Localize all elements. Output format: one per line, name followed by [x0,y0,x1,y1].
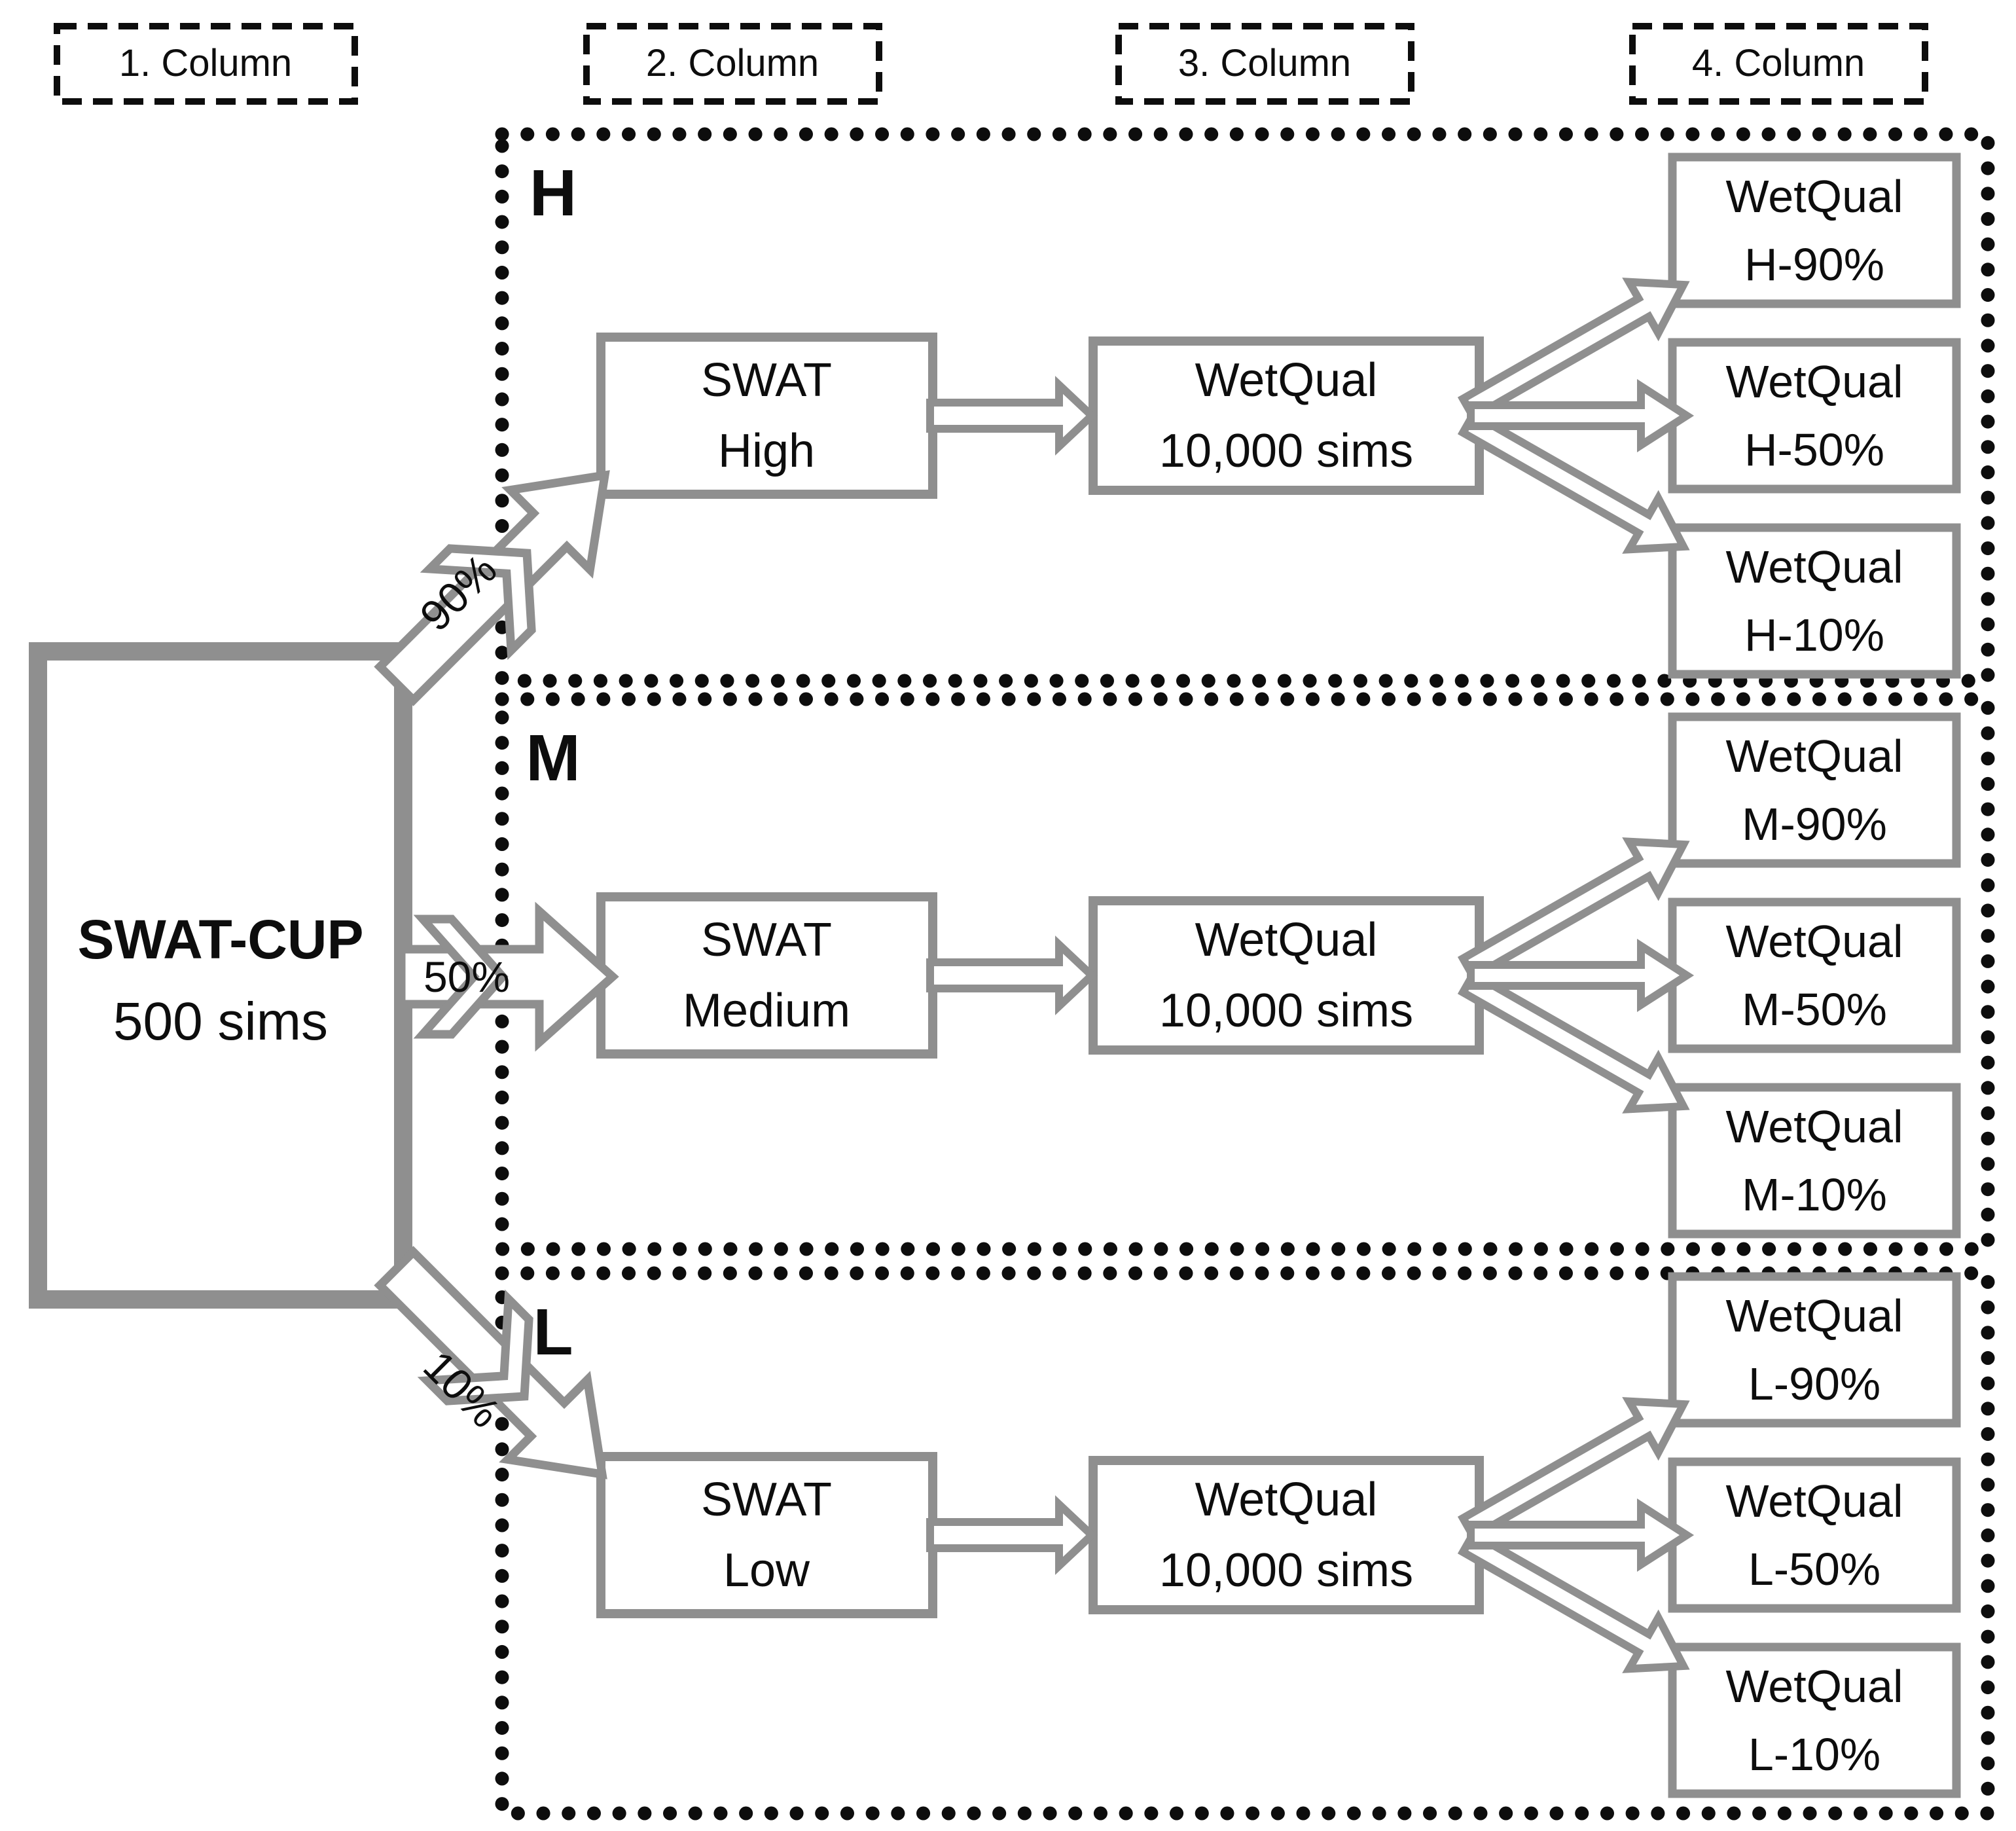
output-l-50-line1: WetQual [1725,1476,1903,1527]
swat-low-line2: Low [723,1544,810,1597]
chevron-50-percent [413,915,509,1039]
wetqual-l-line2: 10,000 sims [1159,1544,1414,1597]
output-h-90-line1: WetQual [1725,171,1903,222]
output-label-l-10: WetQual L-10% [1725,1652,1903,1788]
region-label-m: M [526,721,581,795]
swat-low-label: SWAT Low [701,1464,832,1606]
chevron-10-percent [417,1289,533,1405]
fan-arrow-h-middle [1467,379,1695,452]
fan-arrow-h-bottom [1457,408,1690,554]
wetqual-h-line1: WetQual [1195,354,1378,407]
region-label-l: L [533,1296,573,1369]
output-box-h-50 [1668,338,1961,494]
column-header-1: 1. Column [118,42,293,84]
wetqual-m-line2: 10,000 sims [1159,985,1414,1037]
output-box-m-90 [1668,712,1961,868]
swat-cup-subtitle: 500 sims [113,992,329,1051]
output-label-m-50: WetQual M-50% [1725,907,1903,1043]
output-h-50-line2: H-50% [1744,424,1884,475]
output-m-90-line1: WetQual [1725,731,1903,782]
output-l-10-line1: WetQual [1725,1661,1903,1712]
output-h-10-line2: H-10% [1744,609,1884,661]
swat-medium-label: SWAT Medium [683,905,850,1046]
output-label-h-50: WetQual H-50% [1725,348,1903,484]
output-box-l-10 [1668,1642,1961,1798]
output-label-h-90: WetQual H-90% [1725,162,1903,299]
swat-high-line1: SWAT [701,354,832,407]
output-m-10-line2: M-10% [1742,1169,1887,1220]
output-label-h-10: WetQual H-10% [1725,533,1903,669]
output-h-90-line2: H-90% [1744,239,1884,290]
output-box-m-10 [1668,1083,1961,1239]
fan-arrow-l-middle [1467,1498,1695,1572]
wetqual-m-line1: WetQual [1195,914,1378,966]
output-label-l-90: WetQual L-90% [1725,1282,1903,1418]
fan-arrow-l-bottom [1457,1528,1690,1673]
connector-arrow-m [926,935,1098,1015]
arrow-10-percent [374,1246,607,1479]
chevron-90-percent [420,544,536,661]
wetqual-sims-label-l: WetQual 10,000 sims [1159,1464,1413,1606]
column-header-2: 2. Column [645,42,819,84]
column-header-4: 4. Column [1691,42,1865,84]
swat-medium-line1: SWAT [701,914,832,966]
column-header-box-1 [54,23,358,105]
output-label-m-90: WetQual M-90% [1725,722,1903,858]
output-l-50-line2: L-50% [1748,1544,1881,1595]
output-l-90-line1: WetQual [1725,1290,1903,1341]
fan-arrow-h-top [1457,278,1690,423]
region-label-h: H [529,156,577,230]
swat-high-label: SWAT High [701,345,832,486]
connector-arrow-h [926,376,1098,456]
output-l-90-line2: L-90% [1748,1358,1881,1409]
swat-high-line2: High [717,425,816,477]
column-header-3: 3. Column [1178,42,1352,84]
output-m-90-line2: M-90% [1742,799,1887,850]
fan-arrow-m-bottom [1457,968,1690,1114]
swat-low-box [596,1452,937,1618]
wetqual-sims-label-m: WetQual 10,000 sims [1159,905,1413,1046]
output-m-10-line1: WetQual [1725,1101,1903,1152]
wetqual-sims-label-h: WetQual 10,000 sims [1159,345,1413,486]
output-l-10-line2: L-10% [1748,1729,1881,1780]
output-label-m-10: WetQual M-10% [1725,1093,1903,1229]
fan-arrow-m-top [1457,837,1690,983]
output-box-l-90 [1668,1272,1961,1428]
fan-arrow-m-middle [1467,939,1695,1012]
output-m-50-line1: WetQual [1725,916,1903,967]
arrow-90-percent [374,470,610,706]
swat-medium-line2: Medium [682,985,851,1037]
output-h-10-line1: WetQual [1725,541,1903,592]
output-m-50-line2: M-50% [1742,984,1887,1035]
fan-arrow-l-top [1457,1397,1690,1542]
swat-low-line1: SWAT [701,1474,832,1526]
wetqual-h-line2: 10,000 sims [1159,425,1414,477]
output-h-50-line1: WetQual [1725,356,1903,407]
wetqual-l-line1: WetQual [1195,1474,1378,1526]
output-box-h-90 [1668,153,1961,308]
wetqual-sims-box-m [1089,896,1484,1055]
output-label-l-50: WetQual L-50% [1725,1467,1903,1603]
output-box-h-10 [1668,523,1961,679]
connector-arrow-l [926,1495,1098,1575]
output-box-l-50 [1668,1457,1961,1613]
swat-cup-label: SWAT-CUP 500 sims [77,898,363,1063]
swat-cup-title: SWAT-CUP [77,909,364,970]
arrow-label-50-percent: 50% [423,952,511,1001]
